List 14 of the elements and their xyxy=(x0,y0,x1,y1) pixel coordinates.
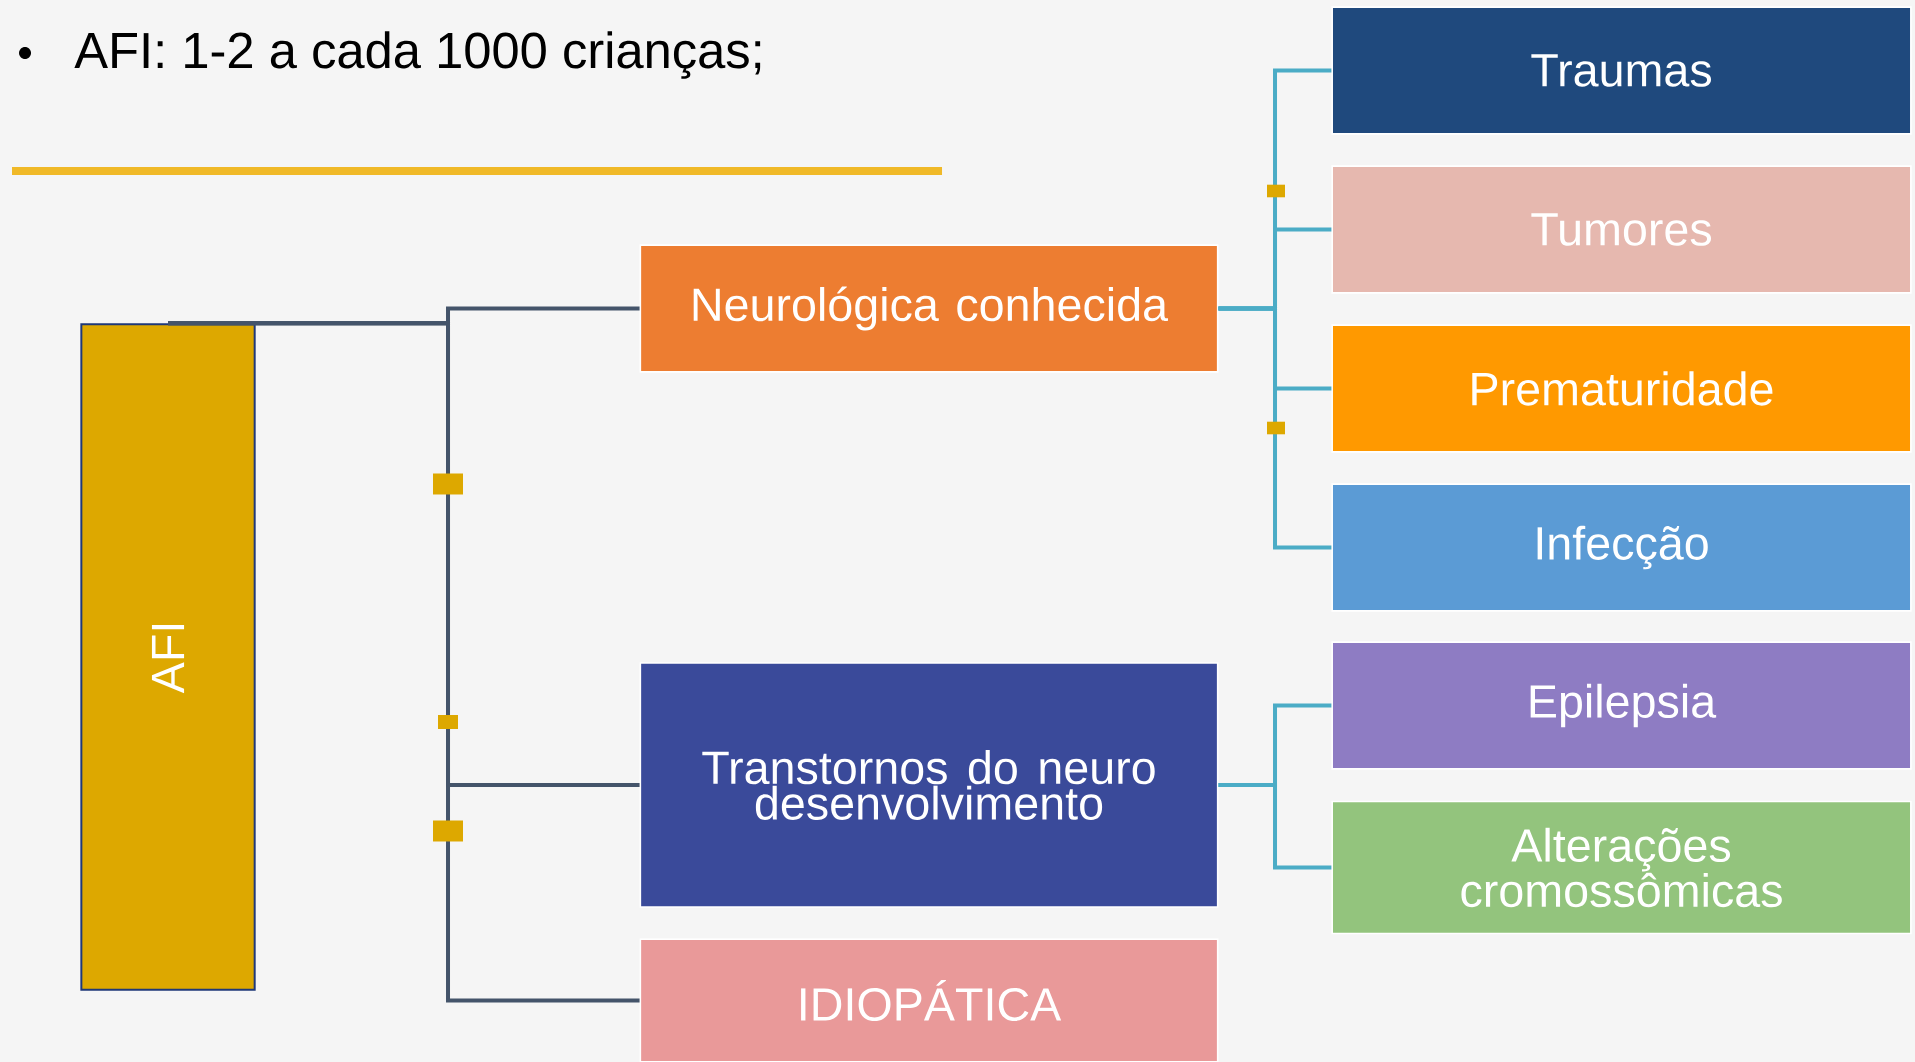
category-box: Infecção xyxy=(1331,483,1912,612)
category-box: Transtornos do neuro desenvolvimento xyxy=(639,662,1219,908)
root-box: AFI xyxy=(80,323,256,991)
category-box: Epilepsia xyxy=(1331,641,1912,770)
bullet-text: AFI: 1-2 a cada 1000 crianças; xyxy=(74,31,761,79)
category-box: Alterações cromossômicas xyxy=(1331,800,1912,935)
category-box: Prematuridade xyxy=(1331,324,1912,453)
category-box: IDIOPÁTICA xyxy=(639,938,1219,1062)
category-box: Neurológica conhecida xyxy=(639,244,1219,373)
connector xyxy=(1218,306,1332,550)
category-box: Tumores xyxy=(1331,165,1912,294)
connector xyxy=(168,321,640,1003)
category-box: Traumas xyxy=(1331,6,1912,135)
connector xyxy=(1218,783,1332,870)
